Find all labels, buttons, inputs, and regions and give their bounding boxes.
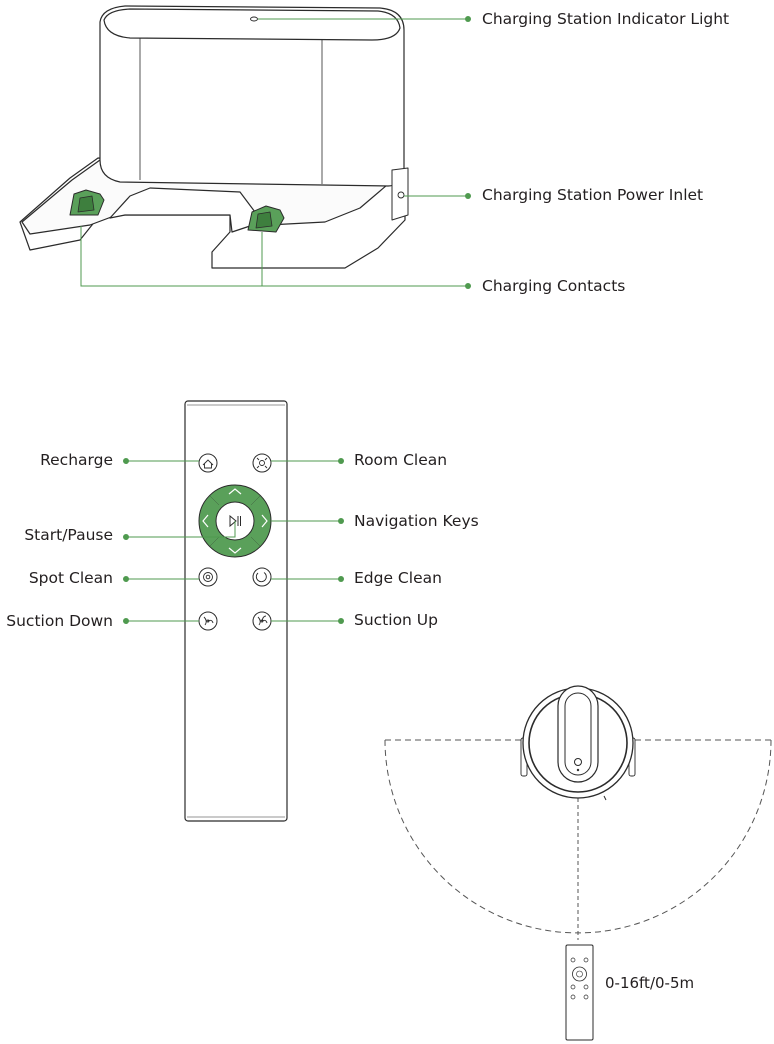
contacts-leader — [80, 226, 471, 289]
remote-leaders — [123, 458, 344, 624]
recharge-label: Recharge — [40, 451, 113, 469]
suction-up-button[interactable] — [252, 611, 272, 631]
power-inlet-port — [397, 191, 405, 199]
suction-up-label: Suction Up — [354, 611, 438, 629]
room-clean-label: Room Clean — [354, 451, 448, 469]
navigation-arrows-icon — [202, 488, 268, 554]
charging-contact-left — [69, 189, 105, 216]
station-body — [99, 5, 405, 187]
suction-down-button[interactable] — [198, 611, 218, 631]
suction-up-icon — [257, 615, 268, 626]
charging-contact-right — [247, 205, 285, 233]
play-pause-icon — [229, 514, 241, 528]
start-pause-leader — [123, 521, 236, 540]
recharge-button[interactable] — [198, 453, 218, 473]
edge-clean-icon — [255, 572, 267, 583]
robot-vacuum — [520, 685, 636, 801]
spot-clean-icon — [203, 572, 213, 582]
remote-control — [184, 400, 288, 822]
indicator-light — [250, 16, 258, 22]
spot-clean-label: Spot Clean — [28, 569, 113, 587]
charging-station — [19, 5, 409, 269]
suction-down-label: Suction Down — [6, 612, 113, 630]
power-inlet-label: Charging Station Power Inlet — [482, 186, 704, 204]
spot-clean-button[interactable] — [198, 567, 218, 587]
indicator-light-label: Charging Station Indicator Light — [482, 10, 730, 28]
home-icon — [202, 459, 214, 469]
charging-contacts-label: Charging Contacts — [482, 277, 626, 295]
range-label: 0-16ft/0-5m — [605, 974, 695, 992]
mini-remote — [565, 944, 594, 1041]
suction-down-icon — [203, 616, 214, 626]
navigation-keys-label: Navigation Keys — [354, 512, 479, 530]
room-clean-icon — [256, 457, 268, 469]
range-illustration — [384, 685, 772, 1041]
room-clean-button[interactable] — [252, 453, 272, 473]
edge-clean-label: Edge Clean — [354, 569, 442, 587]
station-leaders — [80, 16, 471, 289]
edge-clean-button[interactable] — [252, 567, 272, 587]
station-body-top — [103, 8, 401, 41]
start-pause-label: Start/Pause — [24, 526, 113, 544]
